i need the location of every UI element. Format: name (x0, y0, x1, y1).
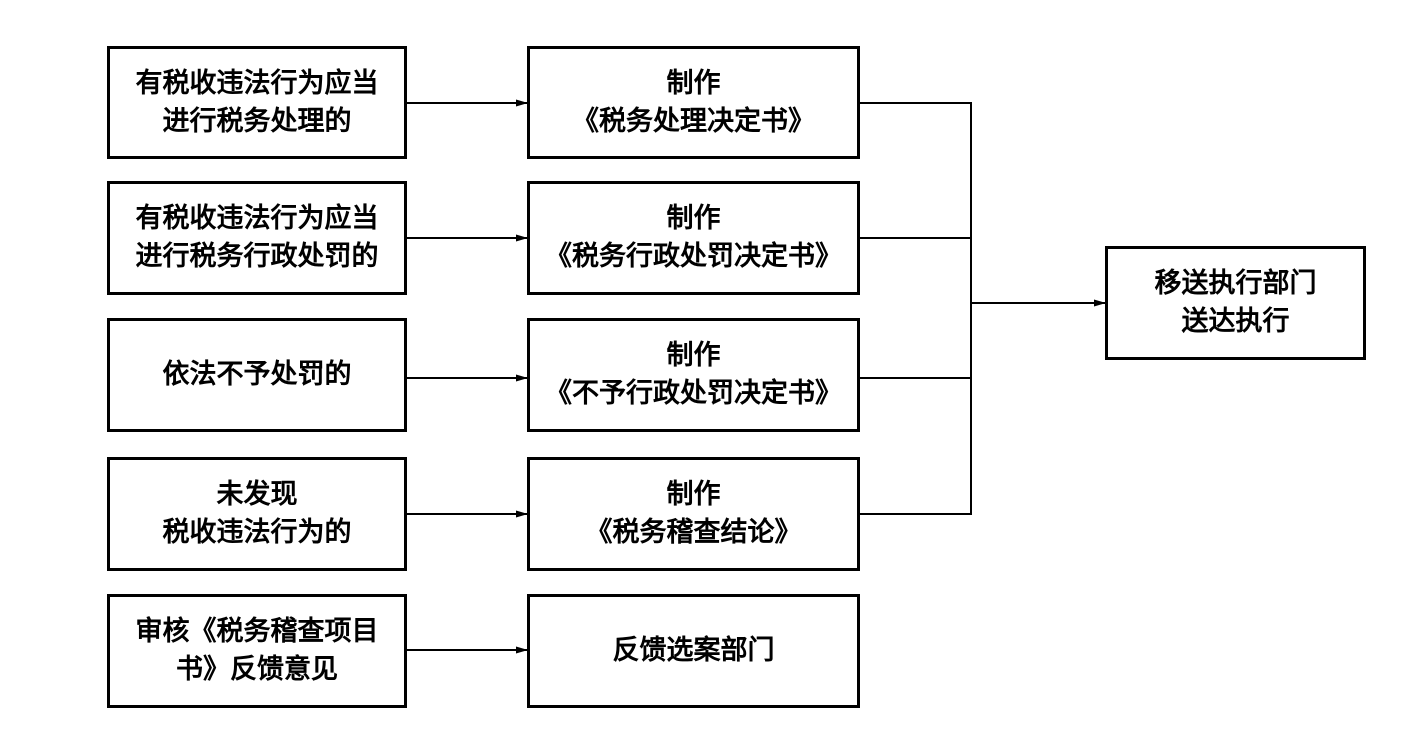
action-4-line-2: 《税务稽查结论》 (585, 517, 802, 548)
final-line-1: 移送执行部门 (1154, 268, 1317, 299)
condition-4-line-1: 未发现 (216, 479, 298, 510)
action-4-line-1: 制作 (666, 479, 721, 510)
condition-2-line-1: 有税收违法行为应当 (135, 203, 379, 234)
action-box-5: 反馈选案部门 (527, 594, 860, 708)
final-line-2: 送达执行 (1181, 306, 1290, 337)
condition-4-line-2: 税收违法行为的 (162, 517, 352, 548)
condition-box-1: 有税收违法行为应当 进行税务处理的 (107, 46, 407, 159)
condition-box-5: 审核《税务稽查项目 书》反馈意见 (107, 594, 407, 708)
action-box-3: 制作 《不予行政处罚决定书》 (527, 318, 860, 432)
action-box-2: 制作 《税务行政处罚决定书》 (527, 181, 860, 295)
action-2-line-2: 《税务行政处罚决定书》 (545, 241, 842, 272)
condition-box-2: 有税收违法行为应当 进行税务行政处罚的 (107, 181, 407, 295)
action-3-line-2: 《不予行政处罚决定书》 (545, 378, 842, 409)
action-2-line-1: 制作 (666, 203, 721, 234)
condition-1-line-2: 进行税务处理的 (162, 105, 352, 137)
condition-1-line-1: 有税收违法行为应当 (135, 67, 379, 99)
condition-box-4: 未发现 税收违法行为的 (107, 457, 407, 571)
condition-3-line-1: 依法不予处罚的 (162, 359, 352, 390)
action-3-line-1: 制作 (666, 340, 721, 371)
action-box-4: 制作 《税务稽查结论》 (527, 457, 860, 571)
condition-box-3: 依法不予处罚的 (107, 318, 407, 432)
condition-5-line-1: 审核《税务稽查项目 (135, 616, 379, 647)
action-1-line-1: 制作 (666, 67, 721, 99)
final-box: 移送执行部门 送达执行 (1105, 246, 1366, 360)
condition-5-line-2: 书》反馈意见 (176, 654, 338, 685)
action-box-1: 制作 《税务处理决定书》 (527, 46, 860, 159)
condition-2-line-2: 进行税务行政处罚的 (135, 241, 379, 272)
action-5-line-1: 反馈选案部门 (612, 635, 775, 666)
action-1-line-2: 《税务处理决定书》 (572, 105, 815, 137)
